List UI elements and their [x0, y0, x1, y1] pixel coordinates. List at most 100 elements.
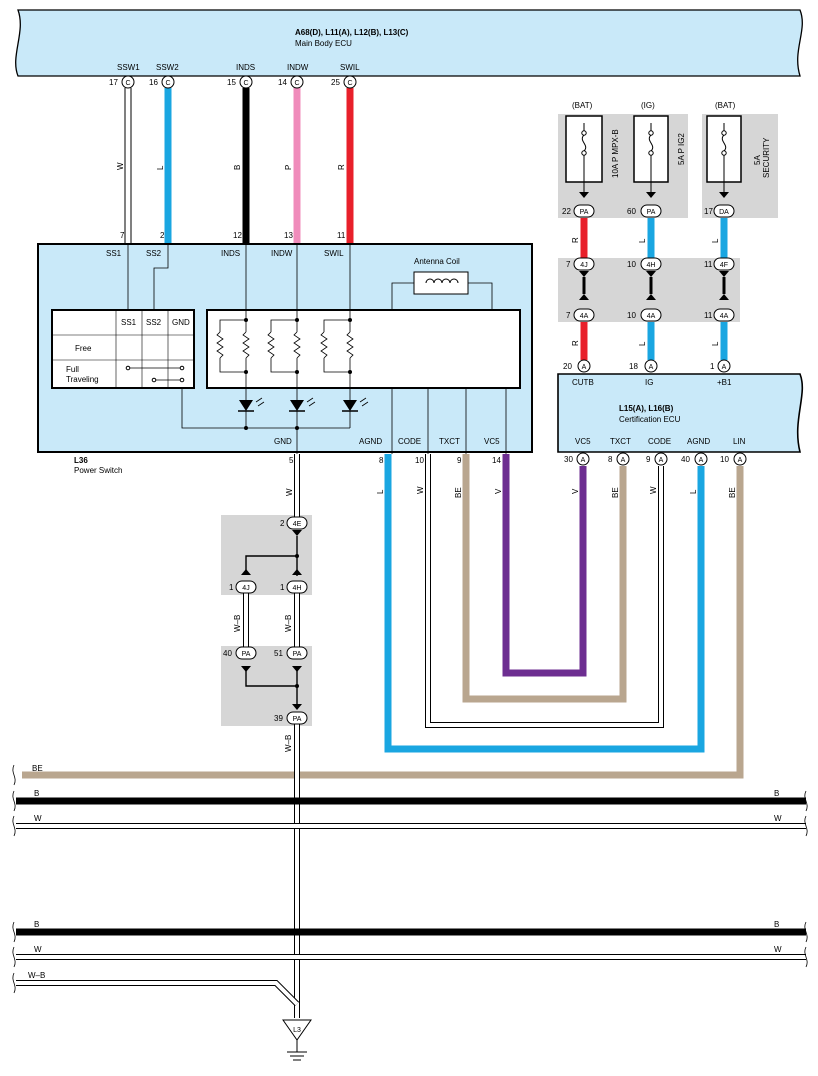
svg-text:V: V [494, 488, 503, 494]
svg-text:W–B: W–B [233, 615, 242, 632]
svg-text:W: W [649, 486, 658, 494]
indicator-block [206, 309, 521, 389]
svg-text:11: 11 [704, 311, 713, 320]
svg-text:BE: BE [611, 487, 620, 498]
svg-text:L: L [638, 341, 647, 346]
svg-text:40: 40 [681, 455, 690, 464]
sw-pin-7: 7 [120, 231, 125, 240]
svg-text:1: 1 [229, 583, 234, 592]
svg-text:9: 9 [646, 455, 651, 464]
wire-color-w: W [116, 162, 125, 170]
svg-text:4J: 4J [580, 262, 587, 269]
svg-text:A: A [659, 457, 664, 464]
svg-text:PA: PA [293, 651, 302, 658]
svg-text:R: R [571, 340, 580, 346]
pin-label-inds: INDS [236, 63, 255, 72]
certification-ecu-box [557, 373, 804, 453]
sw-pin-14: 14 [492, 456, 501, 465]
wire-txct-be [462, 454, 627, 703]
pin-num-16: 16 [149, 78, 158, 87]
svg-text:BE: BE [454, 487, 463, 498]
svg-text:60: 60 [627, 207, 636, 216]
wire-agnd-l [384, 454, 705, 753]
svg-text:W–B: W–B [284, 735, 293, 752]
svg-text:4A: 4A [647, 313, 656, 320]
ground-code: L3 [293, 1027, 301, 1034]
svg-text:W: W [774, 945, 782, 954]
antenna-coil [413, 271, 469, 295]
antenna-coil-label: Antenna Coil [414, 257, 460, 266]
sw-label-gnd: GND [274, 437, 292, 446]
resistor-network [216, 244, 354, 400]
svg-text:11: 11 [704, 260, 713, 269]
wire-color-r: R [337, 164, 346, 170]
wire-lin-be [22, 466, 744, 779]
pin-num-14: 14 [278, 78, 287, 87]
cert-label-code: CODE [648, 437, 671, 446]
sw-label-swil: SWIL [324, 249, 344, 258]
svg-text:PA: PA [647, 209, 656, 216]
wire-color-p: P [284, 165, 293, 170]
ground-connectors: 4E 2 4J 4H 1 1 PA PA 40 51 PA 39 [223, 516, 308, 725]
svg-text:4F: 4F [720, 262, 728, 269]
cert-label-lin: LIN [733, 437, 746, 446]
svg-text:W: W [416, 486, 425, 494]
fuse-icons [565, 115, 742, 196]
power-switch-name: Power Switch [74, 466, 122, 475]
svg-text:10: 10 [627, 260, 636, 269]
fuse-source-ig: (IG) [641, 101, 655, 110]
svg-text:C: C [125, 80, 130, 87]
table-col-ss1: SS1 [121, 318, 137, 327]
sw-label-ss1: SS1 [106, 249, 122, 258]
wire-vc5-v [502, 454, 587, 677]
svg-text:A: A [722, 364, 727, 371]
table-col-ss2: SS2 [146, 318, 162, 327]
svg-text:L: L [638, 238, 647, 243]
svg-text:1: 1 [280, 583, 285, 592]
pin-num-17: 17 [109, 78, 118, 87]
bus-label-be: BE [32, 764, 43, 773]
pin-label-swil: SWIL [340, 63, 360, 72]
bus-label-w: W [34, 814, 42, 823]
cert-label-agnd: AGND [687, 437, 710, 446]
pin-label-indw: INDW [287, 63, 309, 72]
svg-text:C: C [294, 80, 299, 87]
svg-text:L: L [376, 489, 385, 494]
ground-wire [243, 454, 300, 1018]
main-ecu-pins: C 17 C 16 C 15 C 14 C 25 [109, 75, 357, 89]
svg-text:C: C [243, 80, 248, 87]
svg-text:20: 20 [563, 362, 572, 371]
main-ecu-name: Main Body ECU [295, 39, 352, 48]
main-ecu-code: A68(D), L11(A), L12(B), L13(C) [295, 28, 409, 37]
cert-ecu-code: L15(A), L16(B) [619, 404, 674, 413]
svg-text:40: 40 [223, 649, 232, 658]
sw-pin-11: 11 [337, 231, 346, 240]
sw-label-ss2: SS2 [146, 249, 162, 258]
cert-ecu-name: Certification ECU [619, 415, 681, 424]
fuse-connectors: PA PA DA 22 60 17 [562, 192, 735, 218]
bus-label-wb: W–B [28, 971, 45, 980]
signal-wires [22, 454, 744, 779]
ground-icon: L3 [282, 1019, 312, 1061]
sw-pin-9: 9 [457, 456, 462, 465]
cert-label-vc5: VC5 [575, 437, 591, 446]
svg-text:W: W [774, 814, 782, 823]
bus-label-w2: W [34, 945, 42, 954]
svg-text:4H: 4H [647, 262, 656, 269]
sw-pin-13: 13 [284, 231, 293, 240]
svg-text:PA: PA [293, 716, 302, 723]
top-wires [124, 88, 354, 244]
cert-label-cutb: CUTB [572, 378, 594, 387]
pin-label-ssw1: SSW1 [117, 63, 140, 72]
bus-label-b2: B [34, 920, 39, 929]
sw-label-agnd: AGND [359, 437, 382, 446]
svg-text:B: B [774, 920, 779, 929]
svg-text:W–B: W–B [284, 615, 293, 632]
svg-text:DA: DA [719, 209, 729, 216]
svg-text:A: A [738, 457, 743, 464]
svg-text:PA: PA [242, 651, 251, 658]
pin-num-15: 15 [227, 78, 236, 87]
switch-table [51, 309, 195, 389]
pin-label-ssw2: SSW2 [156, 63, 179, 72]
svg-text:L: L [689, 489, 698, 494]
